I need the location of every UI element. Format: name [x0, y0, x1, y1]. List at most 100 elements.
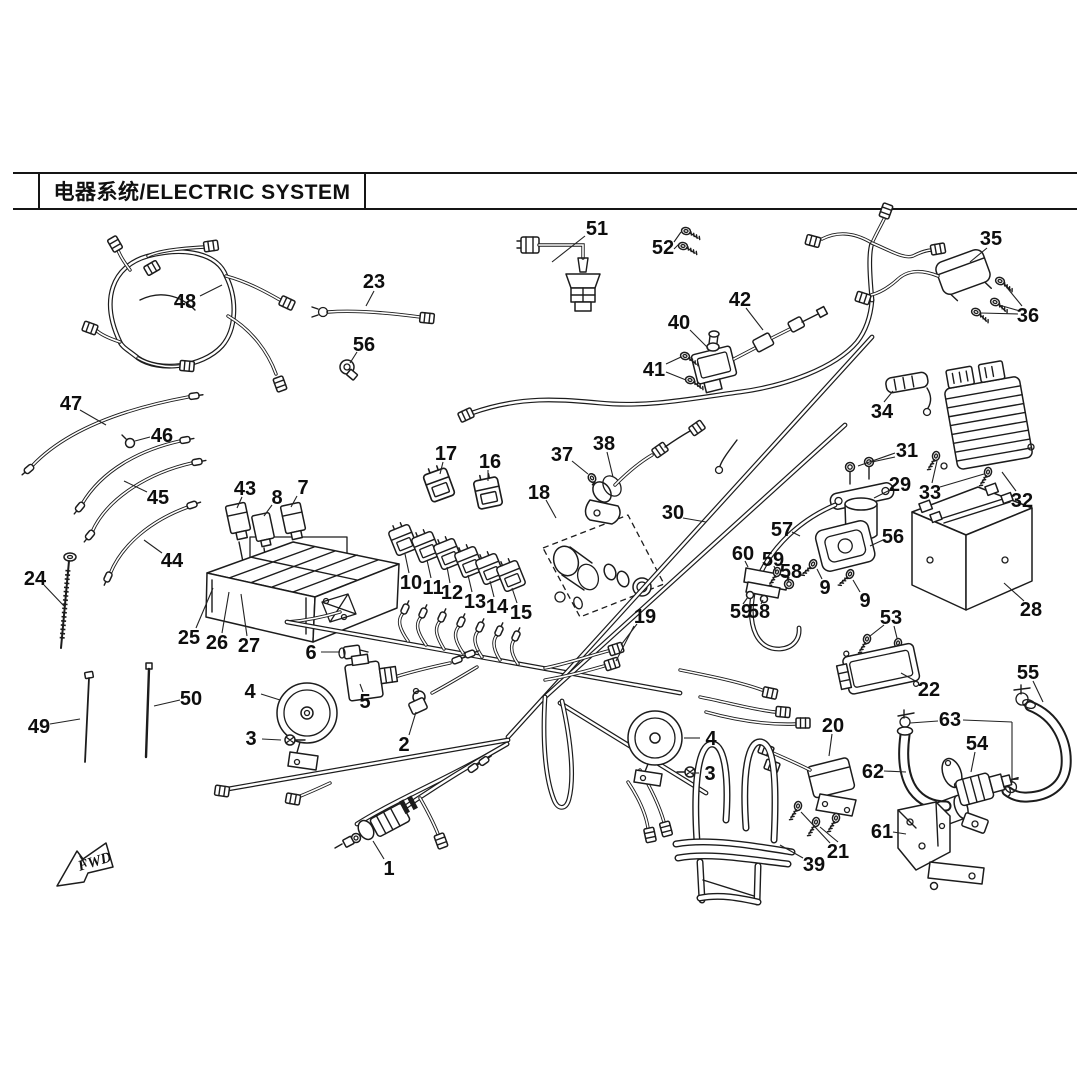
- part-label-23: 23: [363, 271, 385, 293]
- hose-55: [1000, 684, 1072, 803]
- leader-line-57: [791, 531, 801, 537]
- leader-line-18: [545, 499, 557, 519]
- part-label-35: 35: [980, 228, 1002, 250]
- leader-line-7: [290, 495, 298, 508]
- leader-line-45: [123, 480, 148, 493]
- part-label-24: 24: [24, 568, 47, 590]
- part-label-56: 56: [353, 334, 375, 356]
- part-label-18: 18: [528, 482, 550, 504]
- leader-line-37: [571, 460, 589, 475]
- voltage-regulator-32: [926, 360, 1035, 489]
- part-label-58: 58: [748, 601, 770, 623]
- part-label-36: 36: [1017, 305, 1039, 327]
- part-label-13: 13: [464, 591, 486, 613]
- leader-line-8: [263, 504, 273, 517]
- leader-line-2: [408, 711, 417, 736]
- bracket-60: [743, 565, 795, 604]
- header-rule-bottom: [13, 208, 1077, 210]
- leader-line-27: [240, 593, 248, 637]
- leader-line-58: [787, 576, 790, 583]
- flasher-relay-20: [756, 742, 857, 839]
- leader-line-59: [773, 565, 777, 573]
- sensor-38: [584, 419, 707, 525]
- part-label-15: 15: [510, 602, 532, 624]
- part-label-10: 10: [400, 572, 422, 594]
- leader-line-5: [359, 683, 364, 693]
- part-label-17: 17: [435, 443, 457, 465]
- leader-line-56: [349, 351, 358, 364]
- part-label-6: 6: [305, 642, 316, 664]
- part-label-27: 27: [238, 635, 260, 657]
- part-label-4: 4: [244, 681, 256, 703]
- trunk-branch-wires: [397, 598, 811, 844]
- part-label-9: 9: [859, 590, 870, 612]
- leader-line-19: [620, 623, 638, 646]
- part-label-61: 61: [871, 821, 893, 843]
- part-label-4: 4: [705, 728, 717, 750]
- part-label-20: 20: [822, 715, 844, 737]
- part-label-30: 30: [662, 502, 684, 524]
- part-label-28: 28: [1020, 599, 1042, 621]
- leader-line-25: [195, 587, 214, 629]
- leader-line-14: [489, 580, 495, 598]
- part-label-3: 3: [245, 728, 256, 750]
- cable-44: [100, 498, 203, 588]
- leader-line-17: [439, 461, 444, 475]
- part-label-19: 19: [634, 606, 656, 628]
- ignition-coil-40: [678, 305, 829, 394]
- leader-line-19: [615, 625, 635, 662]
- leader-line-53: [869, 624, 885, 637]
- cable-45: [81, 456, 208, 545]
- horn-4-right: [627, 710, 696, 787]
- leader-line-35: [969, 247, 988, 263]
- part-label-1: 1: [383, 858, 394, 880]
- leader-line-31: [857, 452, 896, 467]
- leader-line-53: [893, 625, 898, 639]
- starter-relay-29: [748, 456, 895, 652]
- frame-member-39: [672, 738, 796, 906]
- leader-line-13: [467, 574, 473, 593]
- part-label-62: 62: [862, 761, 884, 783]
- leader-line-58: [760, 599, 764, 605]
- leader-line-56: [869, 539, 884, 547]
- leader-line-36: [998, 304, 1021, 312]
- page-title: 电器系统/ELECTRIC SYSTEM: [53, 181, 351, 204]
- leader-line-40: [689, 329, 709, 349]
- leader-line-21: [800, 811, 831, 844]
- leader-line-47: [79, 409, 107, 426]
- part-label-2: 2: [398, 734, 409, 756]
- part-label-50: 50: [180, 688, 202, 710]
- part-label-48: 48: [174, 291, 196, 313]
- part-label-41: 41: [643, 359, 665, 381]
- leader-line-41: [665, 356, 682, 365]
- part-label-63: 63: [939, 709, 961, 731]
- leader-line-3: [261, 738, 282, 741]
- leader-line-23: [365, 290, 375, 307]
- dc-socket-51: [516, 236, 601, 312]
- part-label-37: 37: [551, 444, 573, 466]
- fuse-box-assembly: [205, 501, 400, 643]
- leader-line-10: [404, 553, 410, 574]
- mount-bracket-61: [897, 801, 985, 891]
- leader-line-21: [819, 826, 839, 843]
- part-label-49: 49: [28, 716, 50, 738]
- leader-line-54: [970, 751, 976, 773]
- part-label-5: 5: [359, 691, 370, 713]
- cable-tie-49: [83, 670, 95, 763]
- main-harness-48: [80, 234, 297, 394]
- part-label-16: 16: [479, 451, 501, 473]
- horn-4-left: [276, 682, 338, 771]
- ecu-22: [835, 642, 921, 695]
- part-label-47: 47: [60, 393, 82, 415]
- part-label-51: 51: [586, 218, 608, 240]
- title-box: 电器系统/ELECTRIC SYSTEM: [38, 172, 366, 210]
- part-label-14: 14: [486, 596, 509, 618]
- cable-46: [71, 434, 196, 517]
- cable-tie-50: [144, 662, 153, 759]
- leader-line-32: [1001, 471, 1017, 492]
- socket-kit-18: [542, 514, 665, 618]
- leader-line-46: [134, 436, 151, 442]
- cable-23: [311, 306, 436, 325]
